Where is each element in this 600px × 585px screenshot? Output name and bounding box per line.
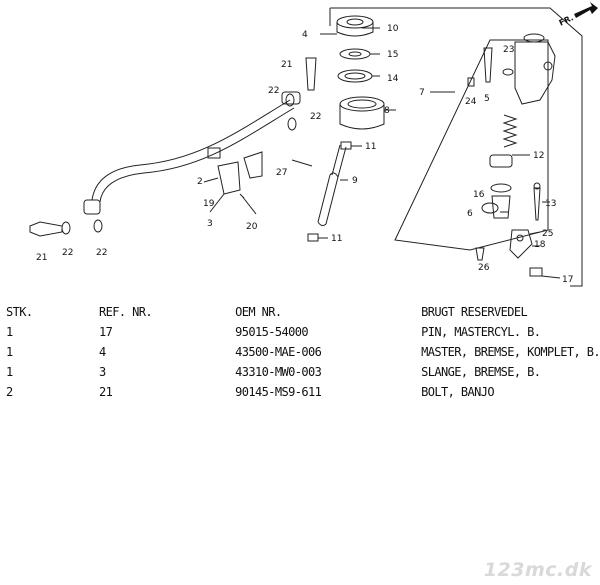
cell-qty: 1 bbox=[6, 325, 13, 339]
reservoir-hose bbox=[317, 172, 339, 227]
col-header-oem: OEM NR. bbox=[235, 305, 282, 319]
callout-number: 3 bbox=[207, 219, 213, 229]
piston-spring bbox=[502, 114, 518, 148]
callout-number: 26 bbox=[478, 263, 490, 273]
col-header-qty: STK. bbox=[6, 305, 33, 319]
table-header-row: STK. REF. NR. OEM NR. BRUGT RESERVEDEL bbox=[6, 302, 600, 322]
table-row: 1 17 95015-54000 PIN, MASTERCYL. B. bbox=[6, 322, 600, 342]
cell-ref: 4 bbox=[99, 345, 106, 359]
callout-number: 13 bbox=[545, 199, 556, 209]
parts-table: STK. REF. NR. OEM NR. BRUGT RESERVEDEL 1… bbox=[6, 302, 600, 402]
cell-qty: 1 bbox=[6, 365, 13, 379]
callout-number: 9 bbox=[352, 176, 358, 186]
cell-qty: 1 bbox=[6, 345, 13, 359]
callout-number: 21 bbox=[281, 60, 292, 70]
callout-number: 23 bbox=[503, 45, 514, 55]
callout-number: 7 bbox=[419, 88, 425, 98]
callout-number: 20 bbox=[246, 222, 258, 232]
callout-number: 17 bbox=[562, 275, 573, 285]
exploded-parts-diagram: FR. 234567891011111213141516171819202121… bbox=[29, 2, 598, 287]
cell-ref: 3 bbox=[99, 365, 106, 379]
cell-description: MASTER, BREMSE, KOMPLET, B. bbox=[421, 345, 600, 359]
col-header-description: BRUGT RESERVEDEL bbox=[421, 305, 528, 319]
callout-number: 24 bbox=[465, 97, 477, 107]
cell-description: SLANGE, BREMSE, B. bbox=[421, 365, 541, 379]
callout-number: 22 bbox=[96, 248, 107, 258]
table-row: 2 21 90145-MS9-611 BOLT, BANJO bbox=[6, 382, 600, 402]
reservoir-plate bbox=[339, 48, 371, 60]
callout-number: 6 bbox=[467, 209, 473, 219]
push-rod bbox=[483, 47, 493, 83]
reservoir-cap bbox=[336, 15, 374, 37]
reservoir-body bbox=[339, 96, 385, 130]
banjo-bolt bbox=[29, 221, 63, 237]
callout-number: 18 bbox=[534, 240, 546, 250]
front-direction-arrow: FR. bbox=[558, 2, 598, 28]
cell-oem: 43310-MW0-003 bbox=[235, 365, 322, 379]
cell-oem: 95015-54000 bbox=[235, 325, 308, 339]
col-header-ref: REF. NR. bbox=[99, 305, 153, 319]
callout-numbers: 2345678910111112131415161718192021212222… bbox=[36, 24, 573, 285]
cell-description: BOLT, BANJO bbox=[421, 385, 494, 399]
callout-number: 10 bbox=[387, 24, 399, 34]
table-row: 1 3 43310-MW0-003 SLANGE, BREMSE, B. bbox=[6, 362, 600, 382]
callout-number: 15 bbox=[387, 50, 398, 60]
cell-oem: 90145-MS9-611 bbox=[235, 385, 322, 399]
callout-number: 25 bbox=[542, 229, 553, 239]
callout-number: 8 bbox=[384, 106, 390, 116]
cell-ref: 21 bbox=[99, 385, 113, 399]
svg-text:FR.: FR. bbox=[558, 13, 575, 27]
master-cylinder-group-box bbox=[394, 39, 549, 251]
callout-number: 12 bbox=[533, 151, 544, 161]
cell-description: PIN, MASTERCYL. B. bbox=[421, 325, 541, 339]
callout-number: 4 bbox=[302, 30, 308, 40]
assembly-frame bbox=[329, 7, 583, 287]
callout-number: 11 bbox=[331, 234, 342, 244]
callout-number: 22 bbox=[62, 248, 73, 258]
cell-oem: 43500-MAE-006 bbox=[235, 345, 322, 359]
callout-number: 22 bbox=[268, 86, 279, 96]
table-row: 1 4 43500-MAE-006 MASTER, BREMSE, KOMPLE… bbox=[6, 342, 600, 362]
site-watermark: 123mc.dk bbox=[483, 559, 592, 581]
callout-number: 16 bbox=[473, 190, 485, 200]
callout-number: 21 bbox=[36, 253, 47, 263]
callout-number: 22 bbox=[310, 112, 321, 122]
callout-number: 11 bbox=[365, 142, 376, 152]
brake-hose bbox=[83, 91, 301, 215]
cell-qty: 2 bbox=[6, 385, 13, 399]
callout-number: 2 bbox=[197, 177, 203, 187]
callout-number: 14 bbox=[387, 74, 399, 84]
callout-number: 27 bbox=[276, 168, 287, 178]
callout-number: 5 bbox=[484, 94, 490, 104]
callout-number: 19 bbox=[203, 199, 215, 209]
master-cylinder-body bbox=[514, 33, 556, 105]
cell-ref: 17 bbox=[99, 325, 113, 339]
reservoir-diaphragm bbox=[337, 69, 373, 83]
